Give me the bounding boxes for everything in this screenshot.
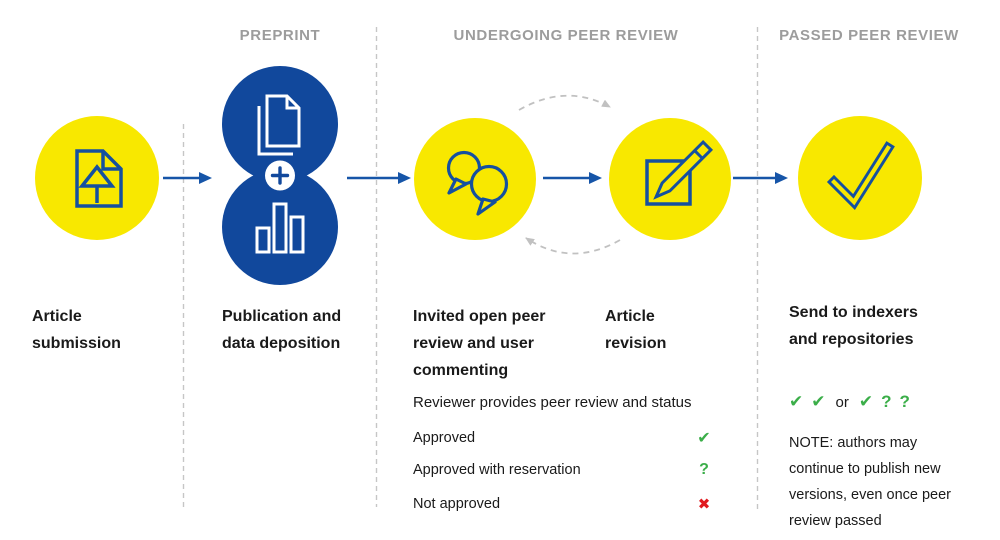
label-article-revision: Article revision — [605, 308, 667, 352]
cycle-arrow-back-icon — [525, 237, 621, 255]
passed-check-icon: ✔ — [811, 392, 826, 411]
flow-arrows — [163, 172, 788, 184]
passed-question-icon: ? — [881, 392, 892, 411]
label-open-peer-review: Invited open peer review and user commen… — [413, 308, 546, 379]
step-publication-deposition — [222, 66, 338, 285]
arrow-revision-to-indexers-icon — [733, 172, 788, 184]
passed-or-text: or — [835, 393, 849, 411]
passed-check-icon: ✔ — [789, 392, 804, 411]
phase-heading-passed-peer-review: PASSED PEER REVIEW — [779, 27, 959, 44]
reservation-question-icon: ? — [699, 461, 709, 478]
label-send-to-indexers: Send to indexers and repositories — [789, 304, 918, 348]
status-label-approved: Approved — [413, 430, 476, 446]
passed-question-icon: ? — [899, 392, 910, 411]
status-label-approved-with-reservation: Approved with reservation — [413, 462, 581, 478]
document-stack-icon — [257, 94, 301, 156]
approved-check-icon: ✔ — [697, 430, 711, 447]
revision-cycle-arrows — [518, 94, 621, 255]
step-open-peer-review — [414, 118, 536, 240]
step-article-revision — [609, 118, 731, 240]
not-approved-cross-icon: ✖ — [697, 496, 711, 513]
edit-document-icon — [645, 139, 714, 206]
reviewer-status-intro: Reviewer provides peer review and status — [413, 394, 692, 411]
checkmark-icon — [826, 141, 895, 210]
upload-document-icon — [75, 149, 123, 208]
arrow-publication-to-review-icon — [347, 172, 411, 184]
step-send-to-indexers — [798, 116, 922, 240]
cycle-arrow-forward-icon — [518, 94, 611, 111]
publication-circle-top — [222, 66, 338, 182]
label-article-submission: Article submission — [32, 308, 121, 352]
publication-circle-bottom — [222, 169, 338, 285]
status-row-not-approved: Not approved ✖ — [413, 495, 713, 513]
phase-divider-lines — [182, 27, 759, 509]
chat-bubbles-icon — [446, 150, 509, 216]
passed-marks-row: ✔ ✔ or ✔ ? ? — [789, 392, 910, 412]
status-label-not-approved: Not approved — [413, 496, 501, 512]
passed-circle — [798, 116, 922, 240]
versions-note: NOTE: authors may continue to publish ne… — [789, 435, 952, 529]
bar-chart-icon — [255, 202, 305, 254]
status-row-approved: Approved ✔ — [413, 428, 713, 448]
step-article-submission — [35, 116, 159, 240]
submission-circle — [35, 116, 159, 240]
plus-icon — [265, 160, 295, 191]
phase-heading-preprint: PREPRINT — [239, 27, 321, 44]
status-row-approved-with-reservation: Approved with reservation ? — [413, 461, 713, 479]
arrow-review-to-revision-icon — [543, 172, 602, 184]
passed-check-icon: ✔ — [858, 392, 874, 411]
phase-heading-undergoing-peer-review: UNDERGOING PEER REVIEW — [453, 27, 679, 44]
arrow-submission-to-publication-icon — [163, 172, 212, 184]
label-publication-deposition: Publication and data deposition — [222, 308, 342, 352]
